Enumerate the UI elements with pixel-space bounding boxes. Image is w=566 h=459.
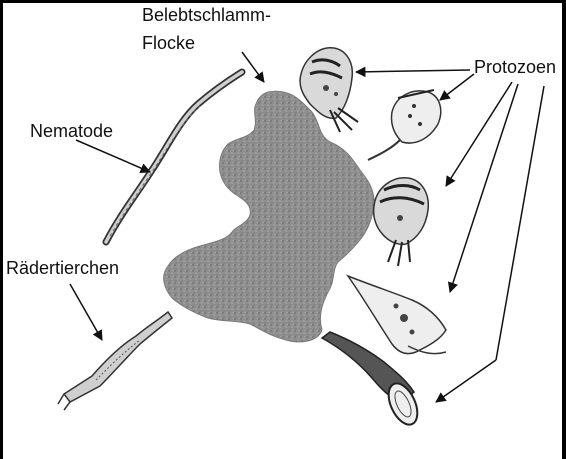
rotifer-drawing [58,312,172,410]
floc-label-line1: Belebtschlamm- [142,6,271,24]
arrow-protozoa-4 [450,84,518,292]
nematode-label: Nematode [30,122,113,140]
sludge-floc [164,91,374,342]
protozoon-3-drawing [374,178,429,266]
arrow-protozoa-1 [356,70,470,72]
protozoa-label: Protozoen [474,58,556,76]
arrow-protozoa-2 [440,74,474,100]
protozoon-2-drawing [368,90,441,160]
protozoon-4-drawing [348,276,446,354]
rotifer-label: Rädertierchen [6,259,119,277]
arrow-nematode [76,140,150,172]
arrow-floc [242,52,264,82]
arrow-rotifer [70,284,102,340]
arrow-protozoa-6 [436,360,496,402]
floc-label-line2: Flocke [142,34,195,52]
